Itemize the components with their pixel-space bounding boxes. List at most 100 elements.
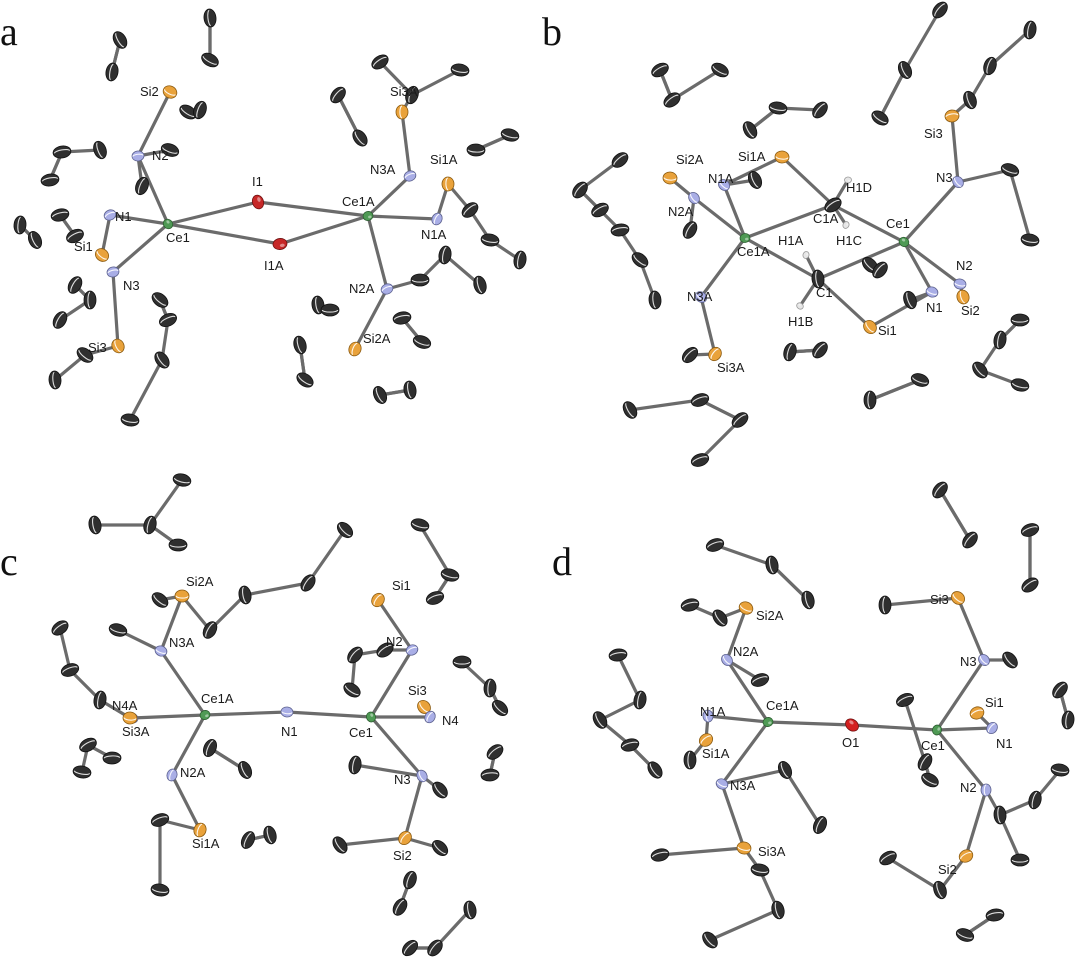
bond-b-Ce1A-C1A [743,203,835,240]
atom-b-N2 [953,278,967,290]
bond-a-Si3-N3 [111,270,120,348]
label-d-Ce1A: Ce1A [766,698,799,713]
atom-d-carbon-10 [592,711,608,729]
atom-c-N3A [154,645,168,657]
label-c-N4A: N4A [112,698,138,713]
atom-c-carbon-2 [143,515,157,535]
bond-c-Ce1A-N3A [159,649,207,717]
atom-d-Si3A [736,841,752,855]
atom-a-carbon-36 [513,250,527,270]
atom-d-carbon-9 [647,761,663,779]
atoms-d [592,481,1075,949]
bond-d-c30 [903,698,927,764]
bond-b-c32 [698,418,742,462]
bond-a-Ce1A-N1A [366,214,439,221]
bond-b-c1 [988,28,1032,68]
label-b-Si2: Si2 [961,303,980,318]
atom-d-N1 [986,721,998,735]
label-b-H1C: H1C [836,233,862,248]
atom-c-N4 [424,710,436,724]
atom-b-Si2A [662,171,678,185]
atom-d-carbon-1 [765,555,779,575]
label-b-H1D: H1D [846,180,872,195]
atom-d-carbon-21 [878,595,892,615]
atom-a-carbon-1 [203,8,217,28]
bond-b-Ce1-C1A [831,203,906,244]
atom-c-carbon-30 [480,768,500,782]
atom-c-N2 [405,644,419,656]
bond-d-N3-Si3 [956,596,986,662]
atom-b-N2A [688,191,700,205]
atom-d-carbon-32 [879,850,897,866]
atom-c-carbon-12 [72,765,92,779]
atom-d-carbon-2 [680,598,700,612]
atom-c-N2A [166,768,178,782]
label-d-N1A: N1A [700,704,726,719]
bond-a-Si1-N1 [100,213,112,257]
atom-b-carbon-5 [963,90,977,110]
atom-a-Ce1A [362,211,374,221]
bond-d-N2A-Si2A [725,606,748,662]
atom-b-C1A [824,197,842,213]
bond-a-Si2-N2 [136,90,172,158]
atom-d-carbon-13 [702,931,718,949]
atom-c-carbon-13 [202,621,218,639]
bond-d-c13 [708,908,780,942]
bond-a-Ce1A-N2A [366,214,389,291]
bond-b-Ce1A-N1A [722,183,747,240]
atom-b-carbon-9 [993,330,1007,350]
label-b-H1A: H1A [778,233,804,248]
bond-c-N3A-Si2A [159,594,184,653]
atom-c-carbon-8 [60,663,80,677]
label-d-N1: N1 [996,736,1013,751]
atom-a-carbon-12 [13,215,27,235]
atom-a-carbon-3 [105,62,119,82]
atom-c-carbon-18 [150,883,170,897]
atom-b-carbon-6 [1000,163,1020,177]
atom-a-carbon-44 [412,335,432,349]
bond-a-N2A-Si2A [353,287,389,351]
label-b-N1A: N1A [708,171,734,186]
atom-b-Si2 [956,289,970,305]
atom-a-carbon-15 [67,276,83,294]
atom-d-carbon-36 [955,928,975,942]
bond-b-Ce1A-N2A [692,196,747,240]
atom-b-carbon-20 [631,252,649,268]
atom-b-carbon-17 [1010,378,1030,392]
atom-a-carbon-17 [83,290,97,310]
label-d-Si3A: Si3A [758,844,786,859]
bond-a-c21 [128,358,164,422]
label-c-Ce1A: Ce1A [201,691,234,706]
bond-d-c6 [616,653,642,702]
atom-d-carbon-0 [705,538,725,552]
atom-a-carbon-24 [371,54,389,70]
atom-d-Si1A [698,733,714,747]
atom-a-carbon-34 [410,273,430,287]
atom-c-carbon-39 [463,900,477,920]
atom-d-carbon-12 [777,761,793,779]
atom-a-carbon-30 [466,143,486,157]
bond-c-c21 [418,523,452,577]
panel-letter-b: b [542,9,562,54]
atom-d-Si3 [950,591,966,605]
atom-a-carbon-37 [293,335,307,355]
label-b-N1: N1 [926,300,943,315]
atom-a-carbon-26 [405,85,419,105]
atom-c-Si2 [398,830,412,846]
atom-b-carbon-13 [903,290,917,310]
label-a-I1A: I1A [264,258,284,273]
atom-d-carbon-26 [1050,763,1070,777]
label-b-H1B: H1B [788,314,813,329]
bond-d-Ce1A-N2A [725,658,770,724]
atom-c-carbon-24 [440,568,460,582]
atom-a-carbon-43 [372,386,388,404]
atom-a-carbon-14 [135,176,149,196]
atom-a-I1 [251,194,265,210]
atom-c-carbon-10 [79,737,97,753]
atom-c-carbon-22 [300,574,316,592]
bond-d-c21 [883,596,960,607]
atom-a-carbon-27 [352,129,368,147]
atom-a-carbon-40 [403,380,417,400]
bonds-b [578,8,1032,462]
label-b-C1A: C1A [813,211,839,226]
